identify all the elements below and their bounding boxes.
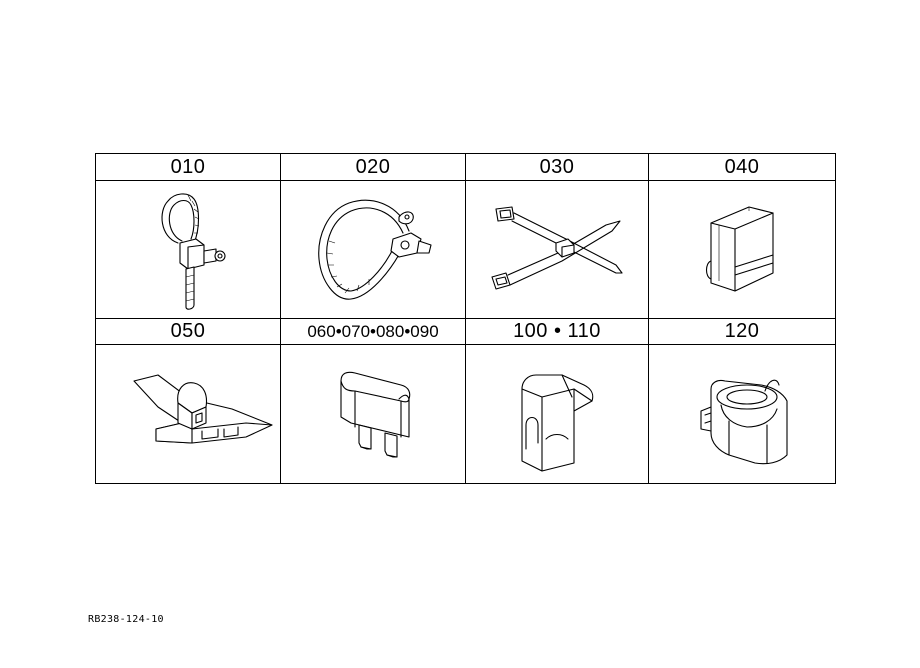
- grid-line: [280, 154, 281, 483]
- part-image-040: [649, 181, 835, 318]
- part-image-010: [96, 181, 280, 318]
- parts-table: 010 020 030 040: [95, 153, 836, 484]
- drawing-reference-number: RB238-124-10: [88, 614, 164, 625]
- part-image-100-110: [466, 345, 648, 483]
- crossed-cable-ties-icon: [491, 206, 623, 290]
- part-label-020: 020: [355, 155, 391, 178]
- part-image-030: [466, 181, 648, 318]
- cable-tie-with-clip-icon: [161, 193, 226, 310]
- part-image-120: [649, 345, 835, 483]
- spring-nut-clip-icon: [133, 374, 273, 444]
- hose-band-clamp-icon: [318, 199, 432, 300]
- part-image-060-090: [281, 345, 465, 483]
- part-label-060-070-080-090: 060•070•080•090: [307, 321, 439, 341]
- rectangular-clip-icon: [705, 206, 774, 292]
- part-image-050: [96, 345, 280, 483]
- fuse-holder-block-icon: [521, 374, 594, 472]
- part-label-120: 120: [724, 320, 760, 342]
- parts-grid: 010 020 030 040: [96, 154, 835, 483]
- part-label-040: 040: [724, 155, 760, 178]
- blade-fuse-icon: [340, 371, 411, 458]
- part-label-050: 050: [170, 320, 206, 342]
- part-image-020: [281, 181, 465, 318]
- round-holder-clip-icon: [700, 379, 788, 465]
- grid-line: [648, 154, 649, 483]
- grid-line: [465, 154, 466, 483]
- part-label-100-110: 100 • 110: [513, 320, 601, 342]
- part-label-010: 010: [170, 155, 206, 178]
- part-label-030: 030: [539, 155, 575, 178]
